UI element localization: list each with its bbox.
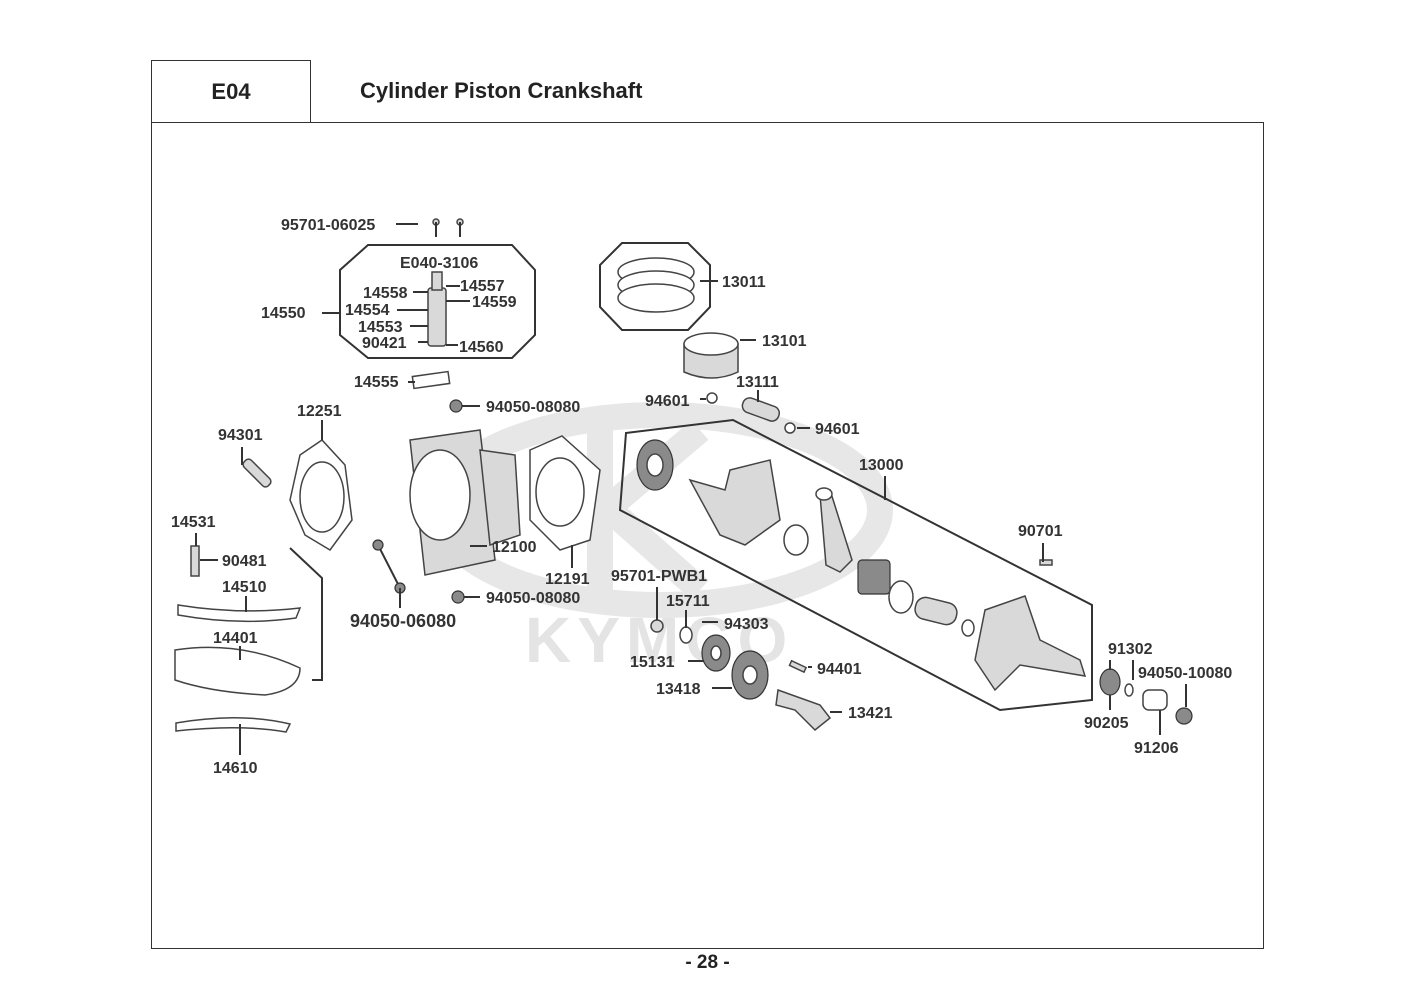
balancer-shaft-part <box>775 688 832 732</box>
callout-94401: 94401 <box>817 661 862 678</box>
callout-13421: 13421 <box>848 705 893 722</box>
connecting-rod-part <box>819 488 853 573</box>
crank-half-right-part <box>974 595 1087 692</box>
chain-guide-lower-part <box>175 717 292 733</box>
stud-part <box>377 544 401 589</box>
piston-pin-part <box>741 397 781 422</box>
bolt-95701-06025-part <box>432 218 464 237</box>
tensioner-pivot-part <box>190 545 200 577</box>
piston-ring-group-outline <box>599 242 711 331</box>
callout-13418: 13418 <box>656 681 701 698</box>
callout-94050-08080-bottom: 94050-08080 <box>486 590 580 607</box>
nut-bottom-part <box>451 590 465 604</box>
callout-15711: 15711 <box>666 593 710 610</box>
callout-90421: 90421 <box>362 335 407 352</box>
woodruff-key-part <box>1039 559 1053 566</box>
callout-13011: 13011 <box>722 274 766 291</box>
callout-14401: 14401 <box>213 630 258 647</box>
callout-14553: 14553 <box>358 319 403 336</box>
clip-left-part <box>706 392 718 404</box>
callout-91206: 91206 <box>1134 740 1179 757</box>
page-number: - 28 - <box>685 952 730 973</box>
callout-14559: 14559 <box>472 294 517 311</box>
piston-rings-part <box>617 257 695 313</box>
group-bracket <box>289 547 323 681</box>
callout-14510: 14510 <box>222 579 267 596</box>
circlip-91302-part <box>1124 683 1134 697</box>
cam-chain-part <box>174 646 301 696</box>
callout-12191: 12191 <box>545 571 590 588</box>
callout-14560: 14560 <box>459 339 504 356</box>
clip-right-part <box>784 422 796 434</box>
timing-gear-part <box>636 439 674 491</box>
callout-14531: 14531 <box>171 514 216 531</box>
cylinder-head-gasket-part <box>529 435 601 551</box>
callout-94303: 94303 <box>724 616 769 633</box>
callout-95701-06025: 95701-06025 <box>281 217 375 234</box>
cylinder-base-gasket-part <box>289 439 353 551</box>
nut-94050-10080-part <box>1175 707 1193 725</box>
callout-94601-right: 94601 <box>815 421 860 438</box>
balancer-driven-gear-part <box>731 650 769 700</box>
callout-15131: 15131 <box>630 654 675 671</box>
balancer-drive-gear-part <box>701 634 731 672</box>
crank-pin-part <box>914 596 958 626</box>
callout-13101: 13101 <box>762 333 807 350</box>
piston-part <box>683 332 739 379</box>
callout-12251: 12251 <box>297 403 342 420</box>
callout-e040-3106: E040-3106 <box>400 255 478 272</box>
callout-labels: 95701-06025 E040-3106 14558 14557 14559 … <box>171 217 1232 777</box>
needle-bearing-part <box>857 559 891 595</box>
diagram-frame <box>151 122 1264 949</box>
cylinder-part <box>409 429 521 576</box>
key-94401-part <box>788 659 808 674</box>
bolt-pwb1-part <box>650 619 664 633</box>
callout-95701-pwb1: 95701-PWB1 <box>611 568 707 585</box>
callout-94050-06080: 94050-06080 <box>350 611 456 631</box>
nut-top-part <box>449 399 463 413</box>
oil-seal-90205-part <box>1099 668 1121 696</box>
washer-right-part <box>888 580 914 614</box>
callout-14610: 14610 <box>213 760 258 777</box>
callout-13111: 13111 <box>736 374 779 391</box>
dowel-pin-part <box>242 458 272 488</box>
callout-94301: 94301 <box>218 427 263 444</box>
callout-12100: 12100 <box>492 539 537 556</box>
callout-91302: 91302 <box>1108 641 1153 658</box>
callout-90205: 90205 <box>1084 715 1129 732</box>
callout-90701: 90701 <box>1018 523 1063 540</box>
callout-14557: 14557 <box>460 278 505 295</box>
crank-half-left-part <box>688 459 781 546</box>
chain-guide-upper-part <box>177 604 302 623</box>
collar-91206-part <box>1142 689 1168 711</box>
cam-tensioner-group-outline <box>339 244 536 359</box>
washer-15711-part <box>679 626 693 644</box>
leader-lines <box>195 223 1187 755</box>
crankshaft-assembly-outline <box>618 418 1093 712</box>
callout-94601-left: 94601 <box>645 393 690 410</box>
callout-13000: 13000 <box>859 457 904 474</box>
callout-14558: 14558 <box>363 285 408 302</box>
thrust-washer-part <box>783 524 809 556</box>
callout-14550: 14550 <box>261 305 306 322</box>
tensioner-gasket-part <box>411 370 451 390</box>
callout-14555: 14555 <box>354 374 399 391</box>
callout-14554: 14554 <box>345 302 390 319</box>
tensioner-part <box>427 271 447 347</box>
callout-90481: 90481 <box>222 553 267 570</box>
callout-94050-10080: 94050-10080 <box>1138 665 1232 682</box>
callout-94050-08080-top: 94050-08080 <box>486 399 580 416</box>
